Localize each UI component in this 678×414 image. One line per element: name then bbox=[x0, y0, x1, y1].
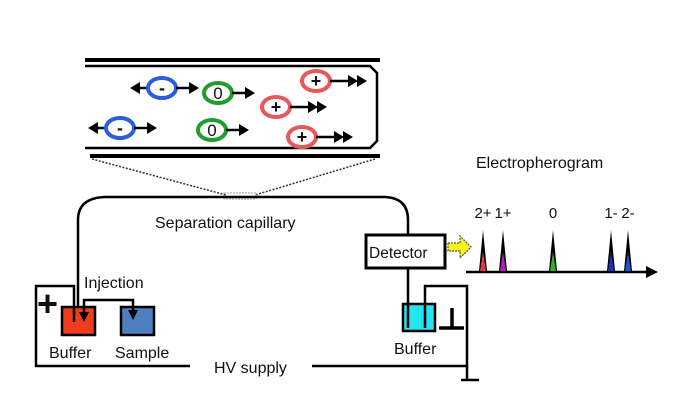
peak-1+: 1+ bbox=[494, 205, 512, 271]
injection-label: Injection bbox=[84, 275, 144, 292]
buffer-left-label: Buffer bbox=[49, 345, 92, 362]
ion-charge-label: 0 bbox=[207, 121, 216, 140]
hv-supply-label: HV supply bbox=[214, 360, 287, 377]
plus-electrode-sign: + bbox=[37, 283, 58, 324]
peak-0: 0 bbox=[549, 205, 557, 271]
ions-group: - 0 + + - 0 + bbox=[88, 69, 367, 149]
separation-capillary-label: Separation capillary bbox=[155, 215, 296, 232]
ion-negative: - bbox=[88, 116, 157, 140]
ion-charge-label: + bbox=[311, 71, 322, 91]
peaks-group: 2+1+ 0 1-2- bbox=[474, 205, 635, 271]
peak-2+: 2+ bbox=[474, 205, 492, 271]
sample-vial bbox=[119, 305, 156, 337]
detector-label: Detector bbox=[369, 245, 428, 262]
peak-1-: 1- bbox=[604, 205, 618, 271]
ion-charge-label: 0 bbox=[213, 84, 222, 103]
ion-positive: + bbox=[300, 69, 367, 93]
ion-charge-label: - bbox=[117, 118, 123, 138]
ion-charge-label: + bbox=[271, 97, 282, 117]
peak-label: 2+ bbox=[474, 205, 491, 222]
zoom-line-left bbox=[91, 158, 227, 196]
peak-2-: 2- bbox=[621, 205, 635, 271]
ion-charge-label: + bbox=[297, 127, 308, 147]
injection-path bbox=[82, 298, 135, 318]
peak-label: 0 bbox=[549, 205, 557, 222]
detector-signal-arrow bbox=[447, 234, 472, 260]
magnified-capillary bbox=[85, 58, 380, 158]
electropherogram-title: Electropherogram bbox=[476, 155, 603, 172]
ion-positive: + bbox=[260, 95, 327, 119]
peak-label: 2- bbox=[621, 205, 634, 222]
time-axis-arrowhead bbox=[646, 266, 658, 278]
hv-wire-left bbox=[34, 284, 190, 368]
peak-label: 1- bbox=[604, 205, 617, 222]
ion-positive: + bbox=[286, 125, 353, 149]
hv-wire-right bbox=[312, 284, 469, 368]
detector-box bbox=[364, 233, 447, 270]
ion-neutral: 0 bbox=[202, 81, 255, 105]
zoom-line-right bbox=[254, 158, 376, 196]
peak-label: 1+ bbox=[494, 205, 511, 222]
ion-negative: - bbox=[130, 76, 199, 100]
buffer-right-label: Buffer bbox=[394, 341, 437, 358]
ground-symbol-icon bbox=[439, 308, 464, 330]
separation-capillary bbox=[76, 195, 410, 325]
ion-neutral: 0 bbox=[196, 118, 249, 142]
sample-label: Sample bbox=[115, 345, 169, 362]
ion-charge-label: - bbox=[159, 78, 165, 98]
buffer-vial-left bbox=[60, 305, 97, 337]
